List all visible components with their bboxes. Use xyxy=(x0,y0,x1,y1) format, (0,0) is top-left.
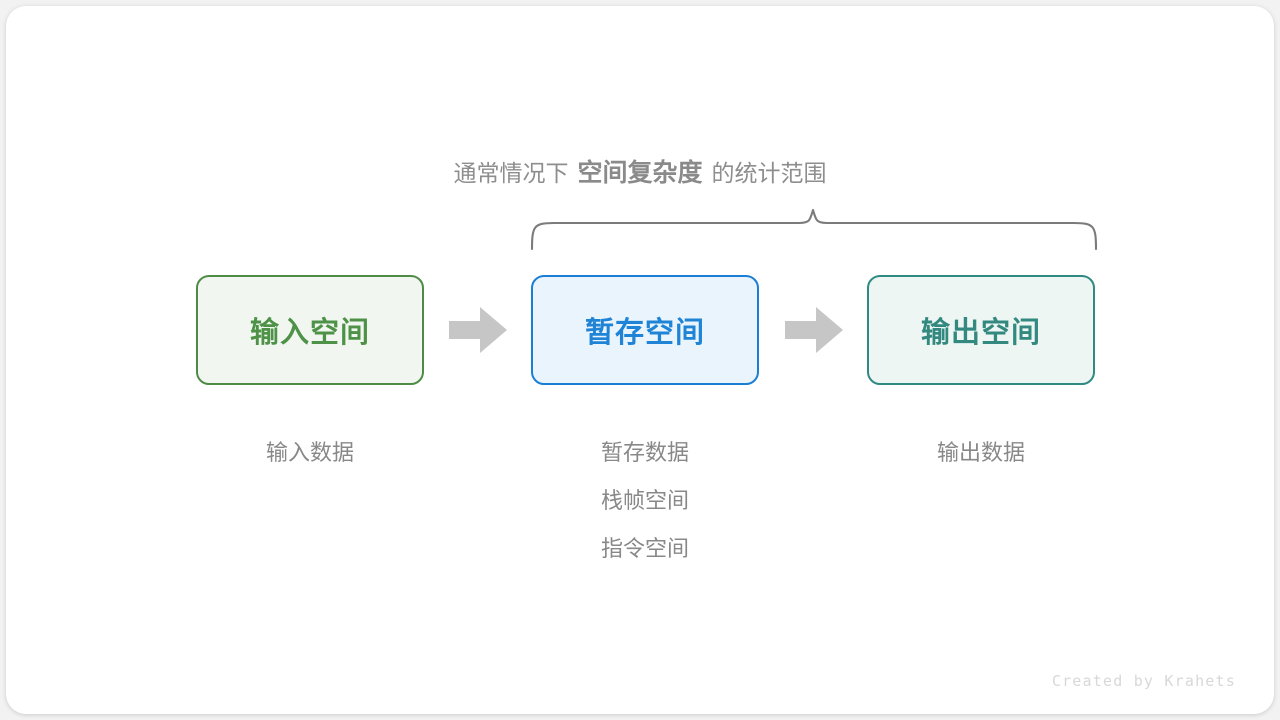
box-output-space[interactable]: 输出空间 xyxy=(867,275,1095,385)
caption-line: 暂存数据 xyxy=(600,440,689,465)
caption-line: 输出数据 xyxy=(936,440,1025,465)
box-temp-space-label: 暂存空间 xyxy=(584,317,705,349)
arrow-right-icon xyxy=(449,306,507,354)
curly-brace xyxy=(516,196,1116,266)
brace-caption: 通常情况下空间复杂度的统计范围 xyxy=(6,156,1274,190)
caption-line: 栈帧空间 xyxy=(600,488,689,513)
caption-line: 输入数据 xyxy=(265,440,354,465)
footer-credit: Created by Krahets xyxy=(1051,672,1236,690)
caption-output-space: 输出数据 xyxy=(867,429,1095,477)
caption-temp-space: 暂存数据 栈帧空间 指令空间 xyxy=(531,429,759,573)
brace-caption-suffix: 的统计范围 xyxy=(711,160,827,186)
caption-input-space: 输入数据 xyxy=(196,429,424,477)
box-input-space-label: 输入空间 xyxy=(249,317,370,349)
box-temp-space[interactable]: 暂存空间 xyxy=(531,275,759,385)
box-output-space-label: 输出空间 xyxy=(920,317,1041,349)
brace-caption-prefix: 通常情况下 xyxy=(453,160,569,186)
brace-caption-emphasis: 空间复杂度 xyxy=(577,159,703,187)
diagram-card: 通常情况下空间复杂度的统计范围 输入空间 暂存空间 输出空间 xyxy=(6,6,1274,714)
arrow-right-icon xyxy=(785,306,843,354)
caption-line: 指令空间 xyxy=(600,536,689,561)
box-input-space[interactable]: 输入空间 xyxy=(196,275,424,385)
